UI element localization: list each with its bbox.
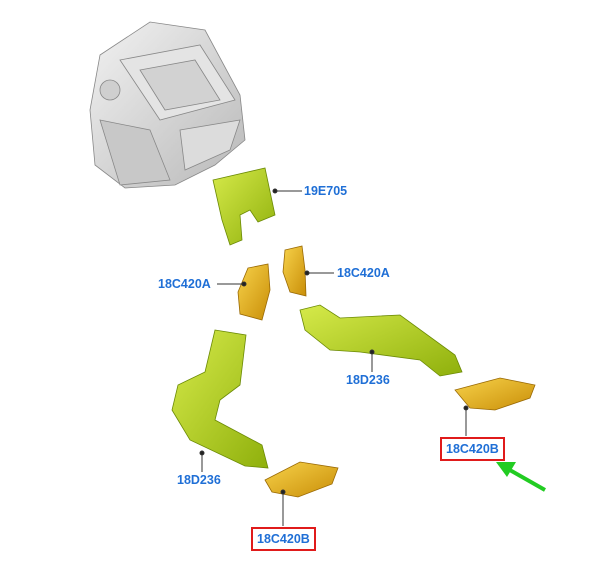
- hvac-unit-illustration: [89, 21, 246, 189]
- adapter-left-illustration: [237, 263, 271, 321]
- duct-right-illustration: [299, 304, 463, 377]
- duct-left-illustration: [171, 329, 269, 469]
- label-18c420b-right[interactable]: 18C420B: [440, 437, 505, 461]
- duct-19e705-illustration: [212, 167, 276, 246]
- label-18c420a-right[interactable]: 18C420A: [337, 266, 390, 280]
- leader-lines: [199, 188, 469, 526]
- label-18d236-left[interactable]: 18D236: [177, 473, 221, 487]
- label-18c420a-left[interactable]: 18C420A: [158, 277, 211, 291]
- adapter-right-illustration: [282, 245, 307, 297]
- green-arrow-icon: [496, 462, 546, 492]
- label-18d236-right[interactable]: 18D236: [346, 373, 390, 387]
- label-19e705[interactable]: 19E705: [304, 184, 348, 198]
- label-18c420b-left[interactable]: 18C420B: [251, 527, 316, 551]
- vent-right-illustration: [454, 377, 536, 411]
- vent-left-illustration: [264, 461, 339, 498]
